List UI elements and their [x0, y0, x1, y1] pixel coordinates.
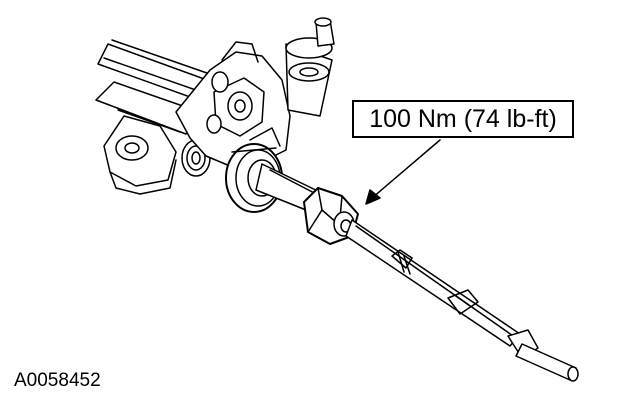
input-shaft [285, 17, 335, 117]
torque-callout: 100 Nm (74 lb-ft) [352, 100, 574, 138]
valve-housing [175, 41, 291, 167]
rack-end-mount [103, 115, 177, 195]
tie-rod-nut [303, 187, 359, 245]
outer-tie-rod [345, 219, 521, 347]
callout-leader-arrow [365, 139, 441, 205]
rod-end-fitting [507, 329, 579, 382]
torque-value-label: 100 Nm (74 lb-ft) [369, 104, 557, 133]
figure-reference-id: A0058452 [14, 370, 101, 391]
